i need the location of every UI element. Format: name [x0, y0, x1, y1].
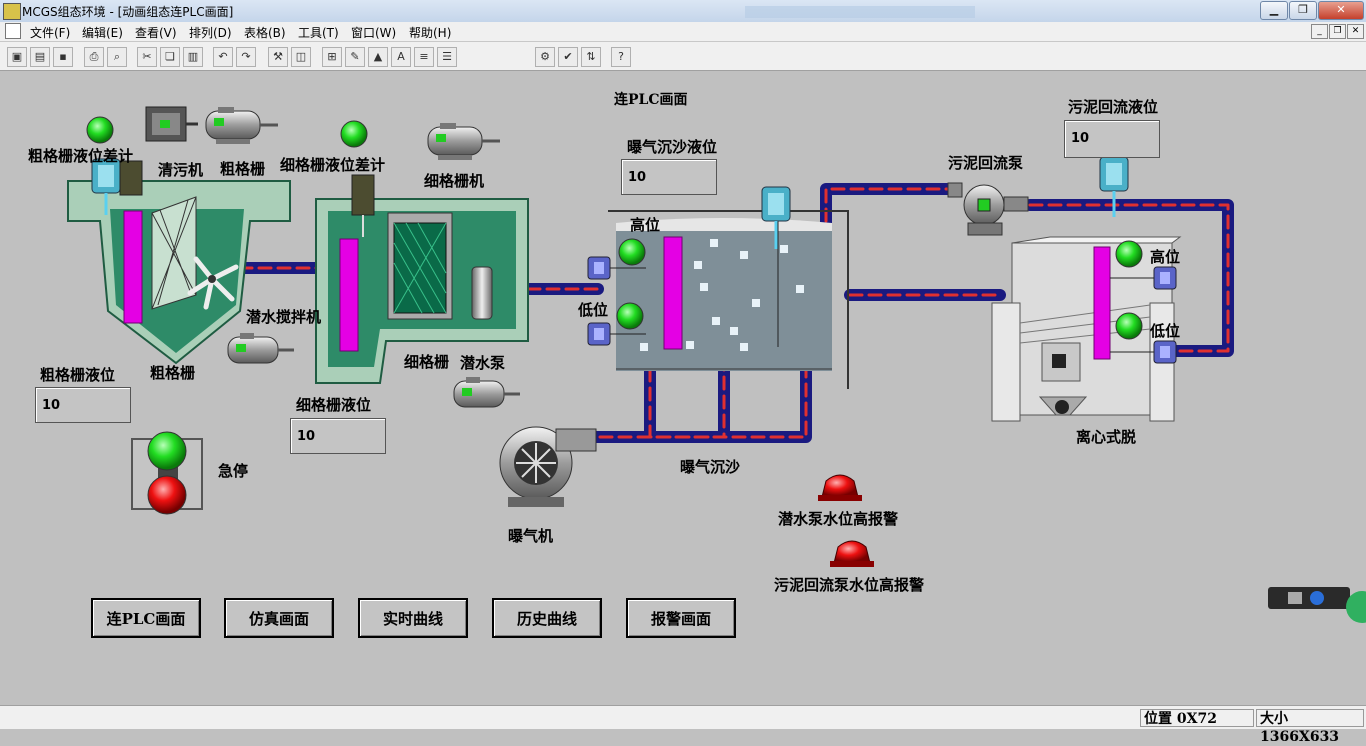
high-level-label-1: 高位: [630, 216, 661, 234]
submersible-pump-label: 潜水泵: [460, 354, 506, 372]
sludge-return-level-label: 污泥回流液位: [1068, 98, 1159, 116]
line-icon[interactable]: ≡: [414, 47, 434, 67]
sludge-return-level-value: 10: [1064, 120, 1160, 158]
float-switches: [587, 256, 1177, 364]
centrifuge-label: 离心式脱: [1076, 428, 1137, 446]
fine-screen-tank: [315, 198, 529, 384]
low-level-label-2: 低位: [1150, 322, 1181, 340]
motors: [145, 106, 1029, 507]
nav-realtime-curve-button[interactable]: 实时曲线: [358, 598, 468, 638]
window-title: MCGS组态环境 - [动画组态连PLC画面]: [22, 5, 234, 19]
menu-edit[interactable]: 编辑(E): [82, 26, 123, 40]
save-icon[interactable]: ▪: [53, 47, 73, 67]
fine-level-value: 10: [290, 418, 386, 454]
alarm-submersible-pump-label: 潜水泵水位高报警: [778, 510, 899, 528]
status-position: 位置 0X72: [1140, 709, 1254, 727]
new-window-icon[interactable]: ▣: [7, 47, 27, 67]
mdi-minimize-button[interactable]: _: [1311, 24, 1328, 39]
close-button[interactable]: ✕: [1318, 1, 1364, 20]
nav-alarm-screen-button[interactable]: 报警画面: [626, 598, 736, 638]
aeration-level-value: 10: [621, 159, 717, 195]
status-bar: 位置 0X72 大小 1366X633: [0, 705, 1366, 745]
check-icon[interactable]: ✔: [558, 47, 578, 67]
coarse-screen-label: 粗格栅: [220, 160, 266, 178]
minimize-button[interactable]: ▁: [1260, 1, 1288, 20]
menu-arrange[interactable]: 排列(D): [189, 26, 232, 40]
mdi-close-button[interactable]: ✕: [1347, 24, 1364, 39]
side-widget: [1268, 587, 1366, 623]
toolbar: ▣ ▤ ▪ ⎙ ⌕ ✂ ❏ ▥ ↶ ↷ ⚒ ◫ ⊞ ✎ ▲ A ≡ ☰ ⚙ ✔ …: [0, 42, 1366, 71]
fine-machine-label: 细格栅机: [424, 172, 485, 190]
maximize-button[interactable]: ❐: [1289, 1, 1317, 20]
coarse-level-label: 粗格栅液位: [40, 366, 116, 384]
process-diagram: [67, 106, 1366, 623]
screen-title: 连PLC画面: [614, 92, 688, 108]
text-icon[interactable]: A: [391, 47, 411, 67]
aeration-level-label: 曝气沉沙液位: [627, 138, 718, 156]
coarse-level-value: 10: [35, 387, 131, 423]
indicator-lamps: [86, 116, 1143, 340]
sort-icon[interactable]: ⇅: [581, 47, 601, 67]
high-level-label-2: 高位: [1150, 248, 1181, 266]
fine-level-label: 细格栅液位: [296, 396, 372, 414]
estop-label: 急停: [218, 462, 249, 480]
paste-icon[interactable]: ▥: [183, 47, 203, 67]
fine-gauge-label: 细格栅液位差计: [280, 156, 386, 174]
open-icon[interactable]: ▤: [30, 47, 50, 67]
mixer-label: 潜水搅拌机: [246, 308, 322, 326]
menu-table[interactable]: 表格(B): [244, 26, 286, 40]
tools-icon[interactable]: ⚒: [268, 47, 288, 67]
menu-file[interactable]: 文件(F): [30, 26, 71, 40]
nav-plc-screen-button[interactable]: 连PLC画面: [91, 598, 201, 638]
nav-history-curve-button[interactable]: 历史曲线: [492, 598, 602, 638]
low-level-label-1: 低位: [578, 301, 609, 319]
plc-screen-canvas: 连PLC画面 粗格栅液位差计 清污机 粗格栅 细格栅液位差计 细格栅机 曝气沉沙…: [0, 71, 1366, 704]
menu-bar: 文件(F) 编辑(E) 查看(V) 排列(D) 表格(B) 工具(T) 窗口(W…: [0, 22, 1366, 42]
fine-grid-label: 细格栅: [404, 353, 450, 371]
app-icon: [3, 3, 21, 20]
aeration-label: 曝气沉沙: [680, 458, 741, 476]
coarse-screen-tank: [67, 180, 291, 365]
properties-icon[interactable]: ⚙: [535, 47, 555, 67]
copy-icon[interactable]: ❏: [160, 47, 180, 67]
sludge-pump-label: 污泥回流泵: [948, 154, 1024, 172]
help-icon[interactable]: ?: [611, 47, 631, 67]
frame-icon[interactable]: ◫: [291, 47, 311, 67]
status-size: 大小 1366X633: [1256, 709, 1364, 745]
undo-icon[interactable]: ↶: [213, 47, 233, 67]
menu-help[interactable]: 帮助(H): [409, 26, 452, 40]
menu-window[interactable]: 窗口(W): [351, 26, 397, 40]
alarm-sludge-pump-label: 污泥回流泵水位高报警: [774, 576, 925, 594]
list-icon[interactable]: ☰: [437, 47, 457, 67]
aeration-grit-tank: [608, 210, 849, 389]
menu-view[interactable]: 查看(V): [135, 26, 177, 40]
level-gauges: [91, 156, 1129, 249]
menu-tools[interactable]: 工具(T): [298, 26, 339, 40]
doc-icon[interactable]: [5, 23, 21, 39]
blower-label: 曝气机: [508, 527, 554, 545]
shape-icon[interactable]: ▲: [368, 47, 388, 67]
cleaner-label: 清污机: [158, 161, 204, 179]
emergency-stop-panel[interactable]: [131, 431, 203, 515]
print-preview-icon[interactable]: ⌕: [107, 47, 127, 67]
print-icon[interactable]: ⎙: [84, 47, 104, 67]
redo-icon[interactable]: ↷: [236, 47, 256, 67]
alarm-lights: [818, 474, 874, 567]
cut-icon[interactable]: ✂: [137, 47, 157, 67]
title-blur: [745, 6, 975, 18]
coarse-bottom-label: 粗格栅: [150, 364, 196, 382]
nav-simulation-button[interactable]: 仿真画面: [224, 598, 334, 638]
coarse-gauge-label: 粗格栅液位差计: [28, 147, 134, 165]
title-bar: MCGS组态环境 - [动画组态连PLC画面] ▁ ❐ ✕: [0, 0, 1366, 22]
edit-icon[interactable]: ✎: [345, 47, 365, 67]
align-icon[interactable]: ⊞: [322, 47, 342, 67]
mdi-restore-button[interactable]: ❐: [1329, 24, 1346, 39]
